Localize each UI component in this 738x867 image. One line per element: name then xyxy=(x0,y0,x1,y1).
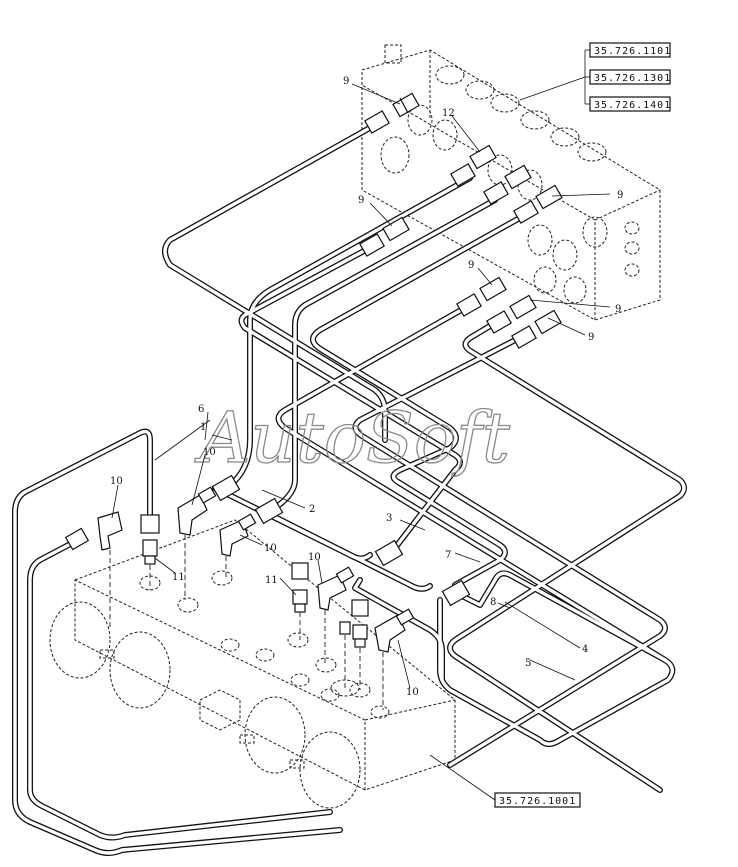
fitting-9-e xyxy=(534,309,562,335)
nut-pipe-7 xyxy=(441,579,471,607)
adapter-center-lower xyxy=(352,624,368,648)
lower-valve-block xyxy=(49,519,456,809)
fitting-9-b xyxy=(535,184,563,210)
elbow-10-left xyxy=(97,511,123,551)
label-11-mid: 11 xyxy=(265,575,278,586)
nut-pipe-mid-lower xyxy=(291,562,309,580)
fitting-9-a xyxy=(504,164,532,190)
nut-left-pipe xyxy=(64,527,90,551)
ref-box-1001: 35.726.1001 xyxy=(494,792,581,808)
label-11-left: 11 xyxy=(172,572,185,583)
label-4: 4 xyxy=(582,644,588,655)
watermark: AutoSoft xyxy=(194,397,511,479)
label-6: 6 xyxy=(198,404,204,415)
fitting-9-top-left xyxy=(392,92,420,118)
elbow-10-upper xyxy=(177,486,217,536)
fittings xyxy=(64,92,563,653)
label-2: 2 xyxy=(309,504,315,515)
nut-e xyxy=(511,325,537,349)
fitting-9-d xyxy=(509,294,537,320)
nut-center xyxy=(351,599,369,617)
label-8: 8 xyxy=(490,597,496,608)
nut-12 xyxy=(450,163,476,187)
label-10-right: 10 xyxy=(406,687,419,698)
nut-pipe-6 xyxy=(140,514,160,534)
nut-a xyxy=(483,181,509,205)
label-10-left: 10 xyxy=(110,476,123,487)
nut-pipe-2 xyxy=(254,497,284,525)
label-1: 1 xyxy=(200,422,206,433)
ref-box-1401: 35.726.1401 xyxy=(589,96,671,112)
center-lines xyxy=(109,535,384,710)
nut-pipe-1 xyxy=(211,474,241,502)
leader-lines xyxy=(111,49,611,801)
nut-mid xyxy=(359,233,385,257)
svg-text:35.726.1301: 35.726.1301 xyxy=(594,73,671,84)
nut-c xyxy=(456,293,482,317)
pipe-inner xyxy=(13,123,686,855)
pipe-outer xyxy=(12,122,687,856)
elbow-10-center xyxy=(317,566,355,611)
ref-box-1101: 35.726.1101 xyxy=(589,42,671,58)
part-labels: 9 12 9 9 9 9 9 6 1 10 10 2 3 10 7 10 11 … xyxy=(110,76,623,698)
elbow-10-right xyxy=(374,608,415,653)
svg-text:35.726.1401: 35.726.1401 xyxy=(594,100,671,111)
label-9-mid: 9 xyxy=(358,195,364,206)
reference-boxes: 35.726.1101 35.726.1301 35.726.1401 35.7… xyxy=(494,42,671,808)
label-9-right-mid: 9 xyxy=(615,304,621,315)
label-10-center: 10 xyxy=(308,552,321,563)
label-9-c: 9 xyxy=(468,260,474,271)
label-3: 3 xyxy=(386,513,392,524)
label-10-mid: 10 xyxy=(264,543,277,554)
pipes xyxy=(12,122,687,856)
label-12: 12 xyxy=(442,108,455,119)
ref-box-1301: 35.726.1301 xyxy=(589,69,671,85)
svg-text:35.726.1101: 35.726.1101 xyxy=(594,46,671,57)
fitting-9-c xyxy=(479,276,507,302)
fitting-9-mid xyxy=(382,216,410,242)
adapter-11-left xyxy=(142,539,158,565)
label-9-top-left: 9 xyxy=(343,76,349,87)
nut-d xyxy=(486,310,512,334)
label-7: 7 xyxy=(445,550,451,561)
adapter-11-lower xyxy=(292,589,308,613)
svg-text:35.726.1001: 35.726.1001 xyxy=(499,796,576,807)
fitting-12 xyxy=(469,144,497,170)
adapter-small-1 xyxy=(339,621,351,635)
nut-pipe-3 xyxy=(374,539,404,567)
label-5: 5 xyxy=(525,658,531,669)
label-10-upper: 10 xyxy=(203,447,216,458)
label-9-right-top: 9 xyxy=(617,190,623,201)
nut-top-left xyxy=(364,110,390,134)
label-9-right-low: 9 xyxy=(588,332,594,343)
elbow-10-mid xyxy=(219,513,257,557)
nut-b xyxy=(513,200,539,224)
